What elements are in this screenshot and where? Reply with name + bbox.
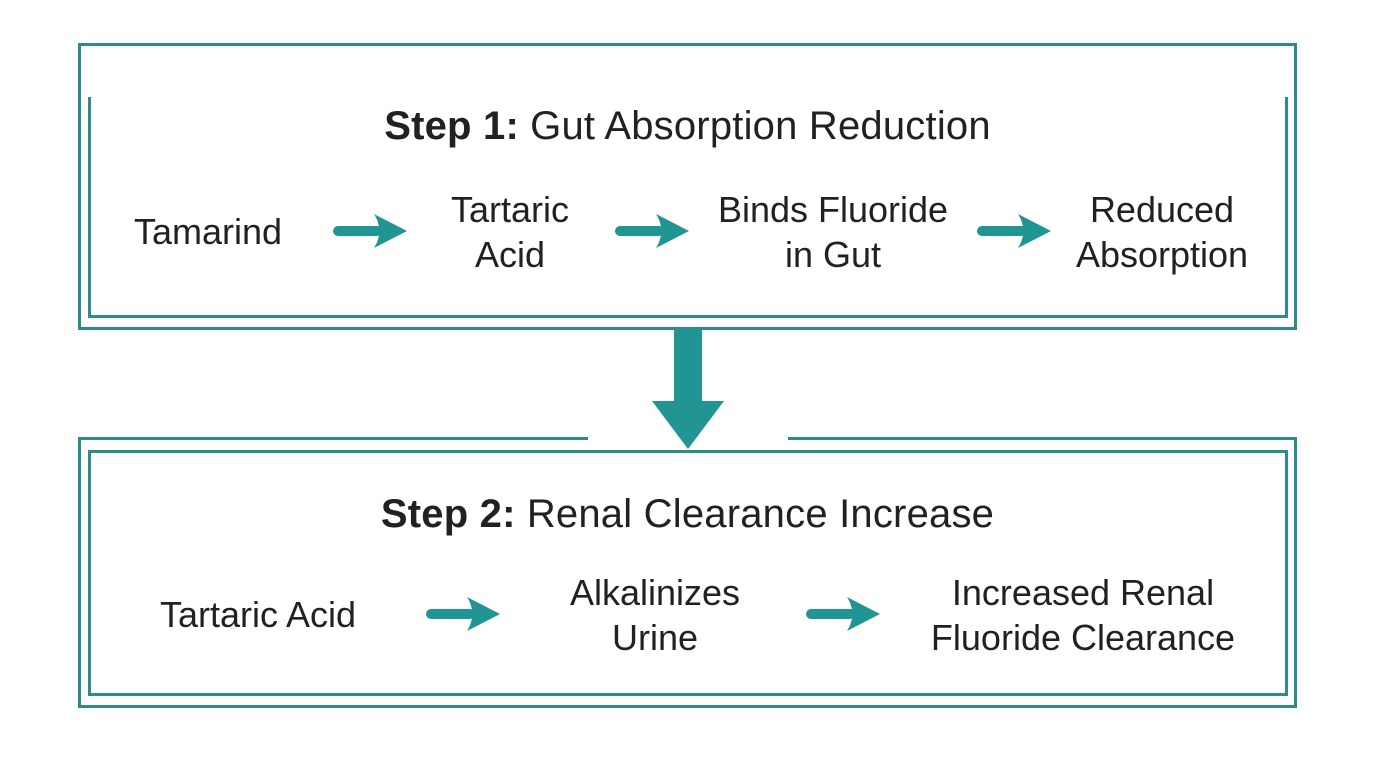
- down-arrow-icon: [652, 329, 724, 449]
- node-reduced-absorption: Reduced Absorption: [1075, 188, 1249, 275]
- node-tamarind: Tamarind: [133, 211, 283, 253]
- node-alkalinizes-urine: Alkalinizes Urine: [569, 571, 741, 658]
- step2-box: Step 2:Renal Clearance Increase Tartaric…: [78, 436, 1297, 708]
- right-arrow-icon: [426, 597, 500, 631]
- right-arrow-icon: [806, 597, 880, 631]
- node-tartaric-acid: Tartaric Acid: [450, 188, 570, 275]
- right-arrow-icon: [333, 214, 407, 248]
- node-tartaric-acid-2: Tartaric Acid: [159, 594, 357, 636]
- node-increased-renal-fluoride-clearance: Increased Renal Fluoride Clearance: [930, 571, 1236, 658]
- step2-title-prefix: Step 2:: [380, 492, 516, 536]
- step2-title: Step 2:Renal Clearance Increase: [81, 492, 1294, 537]
- step1-box: Step 1:Gut Absorption Reduction Tamarind…: [78, 43, 1297, 330]
- step1-title: Step 1:Gut Absorption Reduction: [81, 104, 1294, 149]
- node-binds-fluoride-in-gut: Binds Fluoride in Gut: [717, 188, 949, 275]
- right-arrow-icon: [977, 214, 1051, 248]
- step2-title-text: Renal Clearance Increase: [526, 492, 995, 536]
- step1-title-prefix: Step 1:: [384, 104, 519, 148]
- right-arrow-icon: [615, 214, 689, 248]
- step1-title-text: Gut Absorption Reduction: [530, 104, 991, 148]
